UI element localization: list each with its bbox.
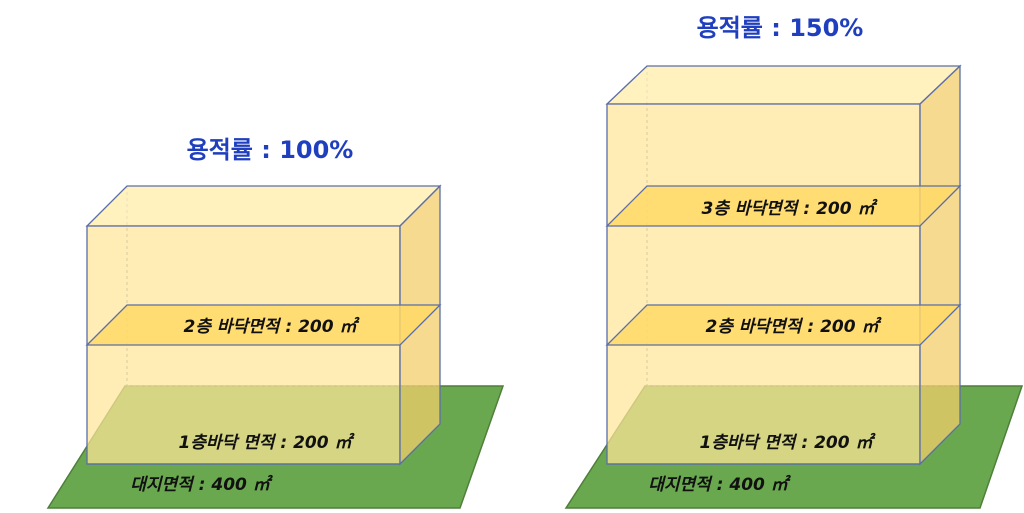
right-floor2-slab — [605, 304, 962, 346]
right-building-side — [919, 64, 961, 466]
right-site-label: 대지면적 : 400 ㎡ — [648, 474, 792, 495]
right-building-group: 용적률 : 150% 3층 바닥면적 : 200 ㎡ 2층 바닥면적 : 200… — [564, 14, 1024, 509]
right-building-top — [605, 65, 962, 105]
left-ratio-label: 용적률 : 100% — [187, 136, 354, 164]
left-floor2-slab — [85, 304, 442, 346]
left-floor2-label: 2층 바닥면적 : 200 ㎡ — [184, 316, 361, 337]
right-ratio-label: 용적률 : 150% — [697, 14, 864, 42]
left-building-group: 용적률 : 100% 2층 바닥면적 : 200 ㎡ 1층바닥 면적 : 200… — [46, 136, 505, 509]
right-floor3-slab — [605, 185, 962, 227]
left-site-label: 대지면적 : 400 ㎡ — [130, 474, 274, 495]
right-floor3-label: 3층 바닥면적 : 200 ㎡ — [702, 198, 879, 219]
right-floor1-label: 1층바닥 면적 : 200 ㎡ — [700, 432, 877, 453]
left-building-top — [85, 185, 442, 227]
left-floor1-label: 1층바닥 면적 : 200 ㎡ — [179, 432, 356, 453]
right-floor2-label: 2층 바닥면적 : 200 ㎡ — [706, 316, 883, 337]
right-building-front — [606, 103, 921, 465]
